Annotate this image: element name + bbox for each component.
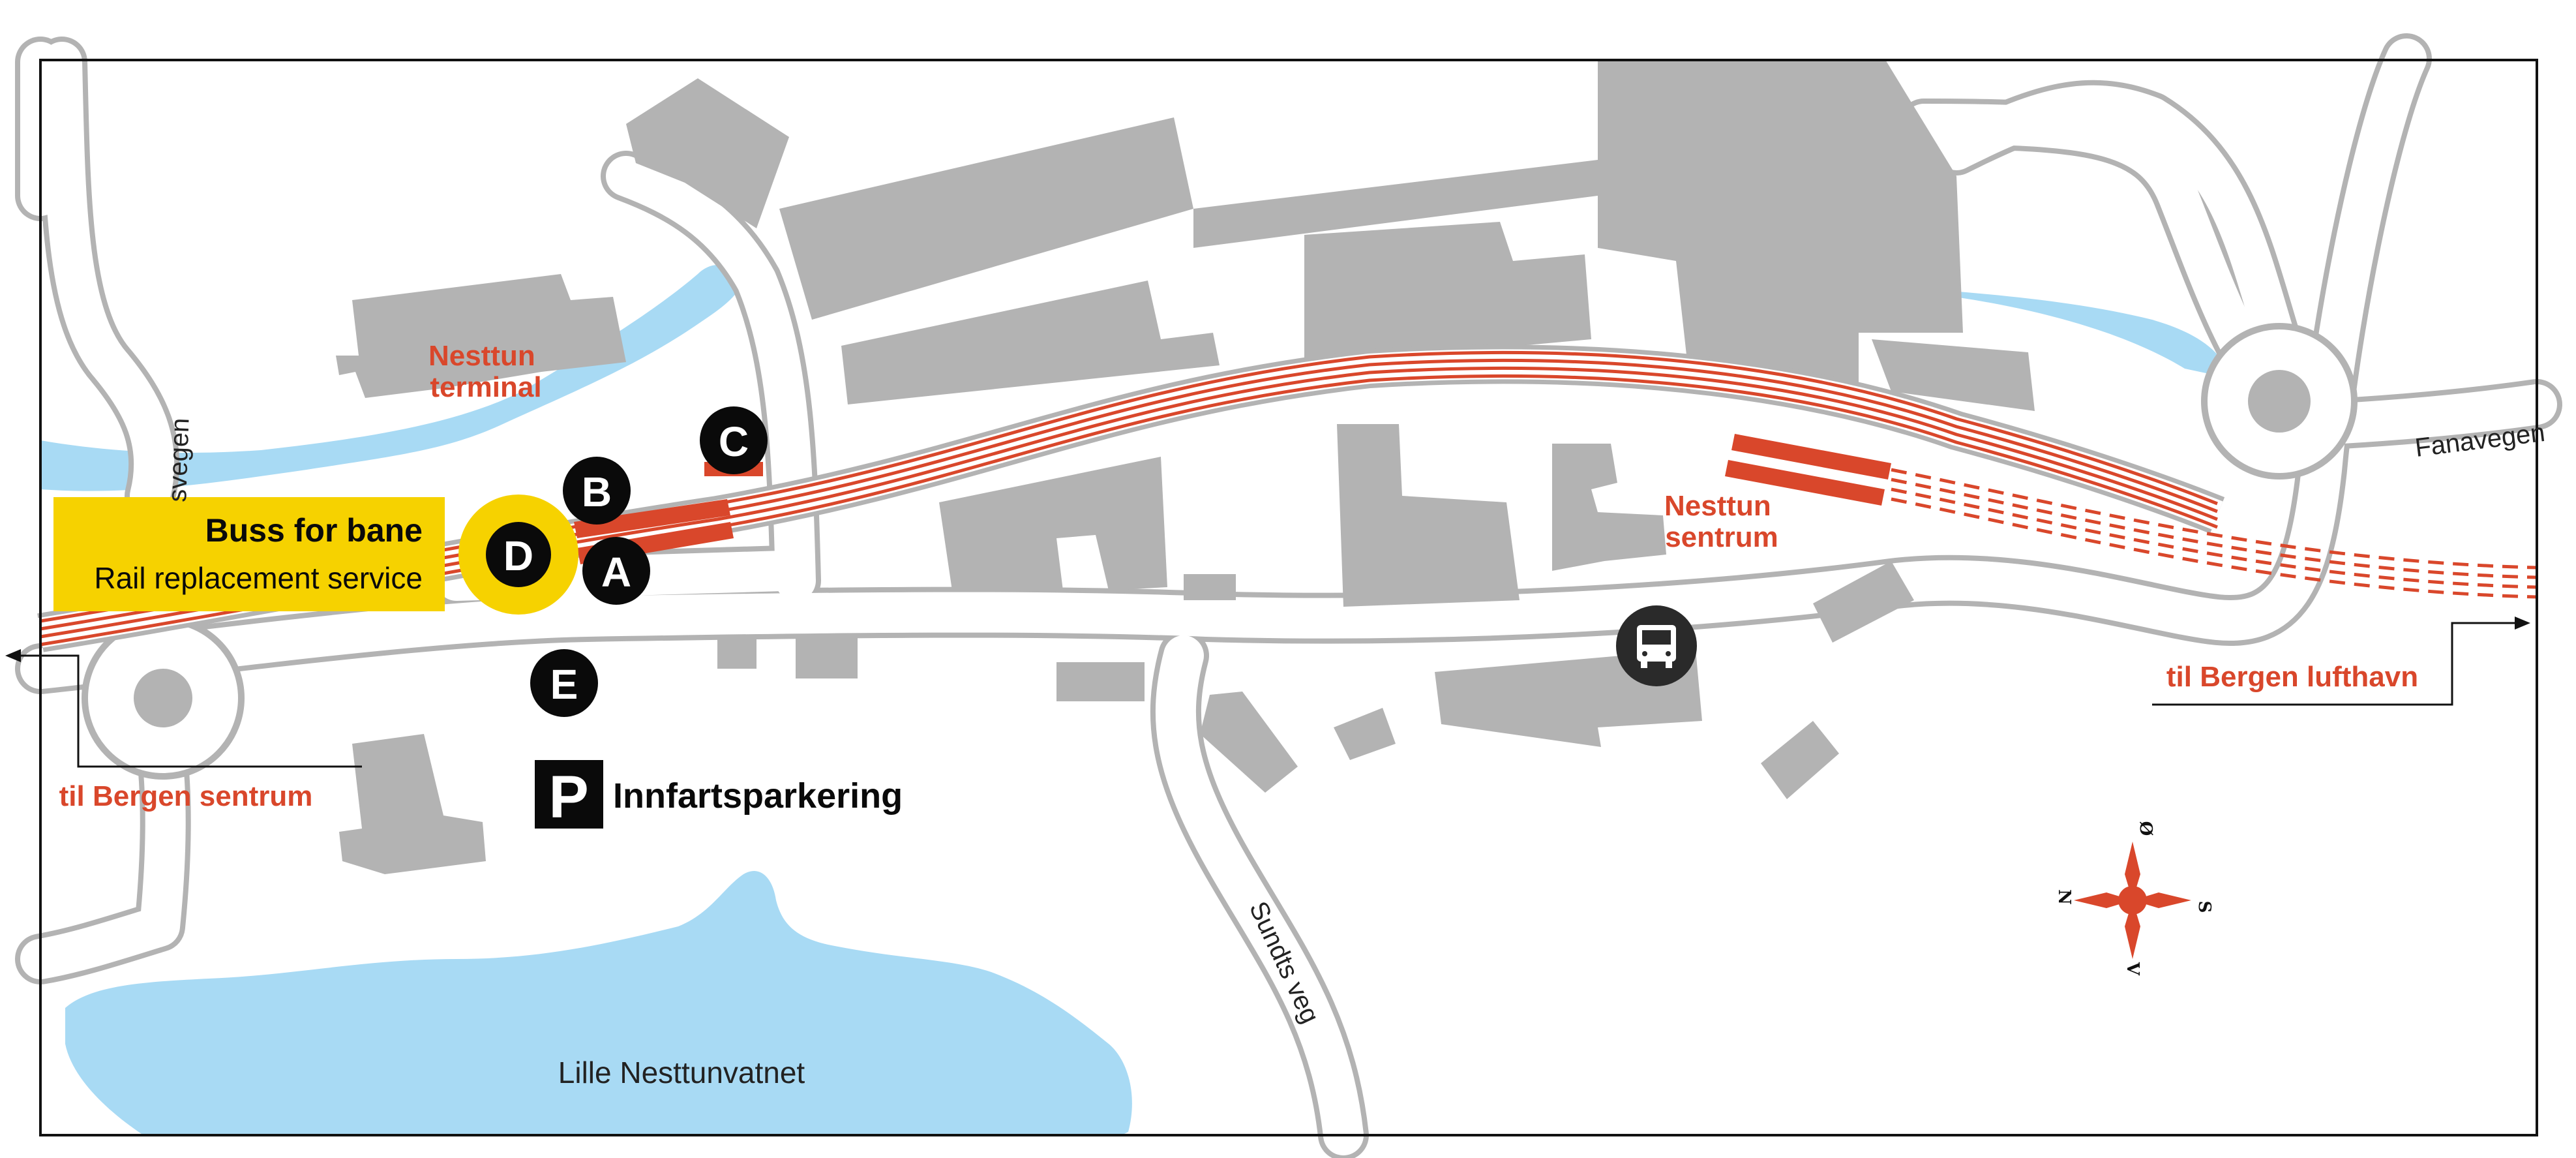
label-to-airport: til Bergen lufthavn (2166, 661, 2418, 693)
building (841, 281, 1220, 404)
compass-east: Ø (2136, 821, 2155, 836)
rail-tunnel-track (1891, 497, 2538, 599)
parking-icon (535, 760, 603, 829)
building (1304, 222, 1591, 365)
building (1200, 692, 1298, 793)
water-layer (40, 265, 2230, 1135)
lake-lille-nesttunvatnet (65, 870, 1132, 1135)
river-left (40, 265, 742, 491)
building (1552, 444, 1666, 571)
direction-arrows (5, 617, 2530, 768)
compass-south: S (2194, 901, 2214, 913)
platform-sentrum (1725, 460, 1885, 506)
compass-west: V (2123, 962, 2142, 976)
rail-tunnel-track (1891, 478, 2538, 579)
building (1872, 339, 2035, 411)
label-nesttun-sentrum: Nesttun sentrum (1664, 490, 1779, 553)
building (939, 457, 1167, 590)
stop-b[interactable]: B (563, 457, 631, 525)
stop-a[interactable]: A (582, 537, 650, 605)
bus-for-rail-callout: Buss for bane Rail replacement service (53, 497, 445, 611)
bus-for-rail-title: Buss for bane (205, 512, 423, 549)
building (626, 78, 789, 228)
building (336, 274, 626, 398)
compass-rose-icon: Ø V N S (2054, 821, 2214, 976)
stop-e-letter: E (550, 661, 578, 708)
stop-a-letter: A (601, 549, 631, 596)
stops-layer: D B A C E (458, 406, 768, 717)
parking-symbol: P (548, 764, 588, 830)
arrow-to-city (16, 654, 362, 768)
rail-tunnel-track (1891, 487, 2538, 589)
building (1193, 160, 1598, 248)
building (779, 117, 1193, 320)
building (1184, 574, 1236, 600)
compass-north: N (2054, 889, 2074, 905)
rail-tunnel-track (1891, 468, 2538, 570)
label-left-vertical: svegen (163, 418, 194, 502)
label-to-city: til Bergen sentrum (59, 780, 313, 812)
map-frame (39, 59, 2538, 1136)
label-lake: Lille Nesttunvatnet (558, 1056, 805, 1089)
stop-e[interactable]: E (530, 649, 598, 717)
stop-b-letter: B (582, 468, 612, 515)
building (1761, 721, 1839, 799)
platform (574, 499, 730, 538)
building (1598, 59, 1963, 391)
parking-area[interactable]: P Innfartsparkering (535, 760, 903, 830)
label-nesttun-terminal: Nesttun terminal (428, 340, 543, 403)
buildings-layer (336, 59, 2035, 874)
building (1337, 424, 1520, 607)
stop-d-letter: D (503, 532, 533, 579)
building (1334, 708, 1396, 760)
stop-c-letter: C (719, 418, 749, 465)
arrow-to-airport (2152, 622, 2517, 706)
platform-sentrum (1731, 434, 1891, 480)
building (796, 636, 858, 678)
bus-for-rail-box (53, 497, 445, 611)
building (1813, 561, 1914, 643)
stop-c[interactable]: C (700, 406, 768, 474)
building (1056, 662, 1145, 701)
stop-d[interactable]: D (458, 495, 578, 615)
bus-for-rail-subtitle: Rail replacement service (94, 561, 423, 595)
parking-label: Innfartsparkering (613, 776, 903, 815)
building (339, 734, 486, 874)
building (717, 636, 756, 669)
river-right (1891, 287, 2230, 378)
bus-icon[interactable] (1616, 605, 1697, 686)
